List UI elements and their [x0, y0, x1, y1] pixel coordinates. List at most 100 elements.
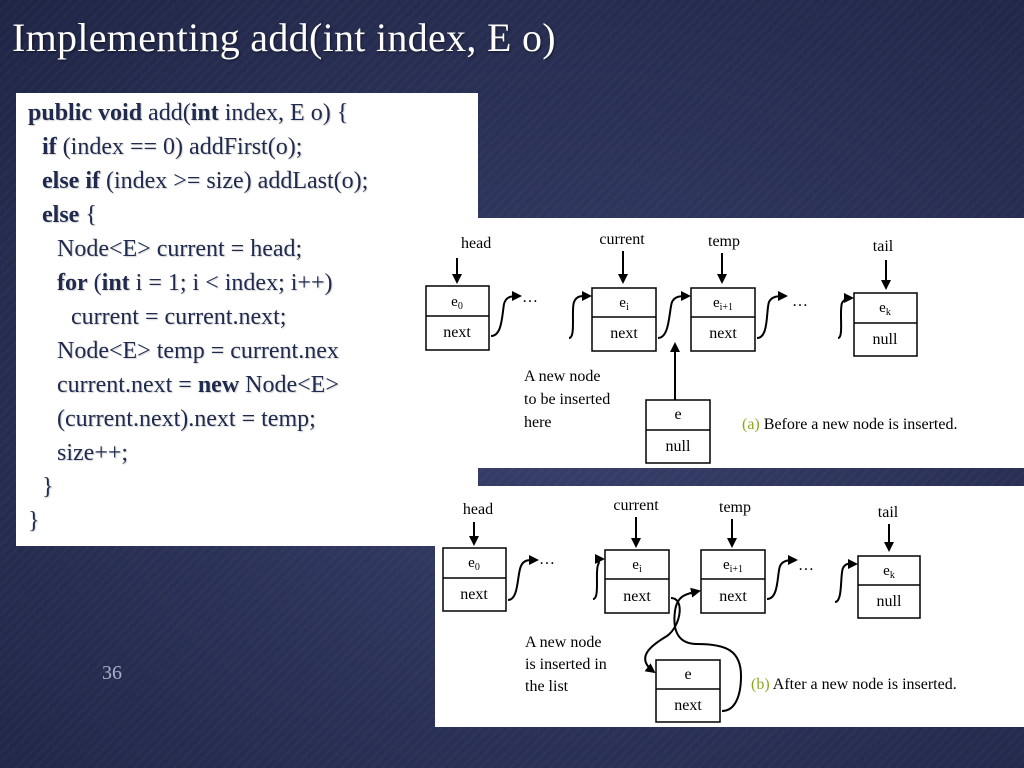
node-element: e — [684, 666, 691, 683]
svg-text:ei: ei — [619, 295, 629, 313]
code-text: add( — [142, 100, 191, 126]
ellipsis: … — [798, 557, 814, 574]
node-element: e — [713, 295, 720, 311]
code-keyword: for — [57, 270, 88, 296]
figure-b-diagram: head current temp tail e0 next ei next e… — [442, 497, 957, 723]
node-subscript: k — [886, 307, 891, 318]
ellipsis: … — [539, 551, 555, 568]
node-element: e — [879, 300, 886, 316]
node-field: next — [719, 588, 747, 605]
node-ei: ei next — [604, 549, 670, 614]
node-new: e null — [645, 399, 711, 464]
code-line-6: for (int i = 1; i < index; i++) — [57, 268, 332, 298]
code-keyword: if — [42, 134, 57, 160]
code-text: Node<E> temp = current.nex — [57, 338, 339, 364]
node-field: next — [709, 325, 737, 342]
node-element: e — [883, 563, 890, 579]
node-field: null — [877, 593, 902, 610]
code-line-7: current = current.next; — [71, 302, 286, 332]
link-arrow — [592, 554, 605, 600]
node-field: next — [460, 586, 488, 603]
tail-label: tail — [873, 238, 894, 255]
code-keyword: else if — [42, 168, 100, 194]
node-element: e — [451, 294, 458, 310]
svg-text:ek: ek — [879, 300, 891, 318]
node-subscript: i — [639, 564, 642, 575]
link-arrow — [834, 558, 858, 603]
code-keyword: int — [101, 270, 130, 296]
node-e0: e0 next — [425, 285, 490, 351]
node-subscript: i+1 — [720, 302, 733, 313]
node-subscript: k — [890, 570, 895, 581]
node-ei1: ei+1 next — [700, 549, 766, 614]
code-keyword: int — [190, 100, 219, 126]
node-subscript: 0 — [458, 301, 463, 312]
link-arrow — [490, 291, 522, 337]
node-ei: ei next — [591, 287, 657, 352]
link-arrow — [507, 554, 539, 601]
current-label: current — [613, 497, 659, 514]
code-text: ( — [87, 270, 102, 296]
slide-title: Implementing add(int index, E o) — [12, 15, 556, 60]
link-arrow — [657, 291, 691, 339]
node-field: next — [610, 325, 638, 342]
figure-b-note: A new node is inserted in the list — [525, 634, 611, 695]
code-text: (index >= size) addLast(o); — [99, 168, 369, 194]
code-keyword: new — [197, 372, 240, 398]
code-text: size++; — [57, 440, 129, 466]
head-label: head — [461, 235, 491, 252]
figure-a-diagram: head current temp tail e0 next ei next e… — [425, 231, 957, 464]
node-ei1: ei+1 next — [690, 287, 756, 352]
ellipsis: … — [792, 293, 808, 310]
code-text: } — [28, 508, 40, 534]
caption-text: Before a new node is inserted. — [760, 416, 958, 433]
caption-tag: (b) — [751, 676, 770, 693]
code-text: Node<E> current = head; — [57, 236, 303, 262]
tail-label: tail — [878, 504, 899, 521]
code-text: (current.next).next = temp; — [57, 406, 316, 432]
code-line-10: (current.next).next = temp; — [57, 404, 316, 434]
node-field: next — [623, 588, 651, 605]
temp-label: temp — [708, 233, 740, 250]
link-from-new-node — [673, 587, 743, 712]
node-element: e — [723, 557, 730, 573]
code-line-4: else { — [42, 200, 97, 230]
page-number: 36 — [102, 662, 122, 684]
code-line-13: } — [28, 506, 40, 536]
code-line-3: else if (index >= size) addLast(o); — [42, 166, 368, 196]
current-label: current — [599, 231, 645, 248]
node-field: next — [443, 324, 471, 341]
node-ek: ek null — [853, 292, 918, 357]
code-text: (index == 0) addFirst(o); — [56, 134, 303, 160]
code-line-5: Node<E> current = head; — [57, 234, 302, 264]
link-to-new-node — [644, 597, 681, 674]
link-arrow — [568, 290, 592, 339]
code-keyword: public void — [28, 100, 143, 126]
code-line-2: if (index == 0) addFirst(o); — [42, 132, 302, 162]
figure-b-caption: (b) After a new node is inserted. — [751, 676, 957, 693]
caption-text: After a new node is inserted. — [770, 676, 957, 693]
node-ek: ek null — [857, 555, 921, 619]
svg-text:ei+1: ei+1 — [713, 295, 733, 313]
node-element: e — [468, 555, 475, 571]
code-line-9: current.next = new Node<E> — [57, 370, 339, 400]
node-subscript: i+1 — [730, 564, 743, 575]
code-text: current.next = — [57, 372, 198, 398]
code-line-12: } — [42, 472, 54, 502]
node-subscript: i — [626, 302, 629, 313]
code-text: { — [79, 202, 97, 228]
code-line-8: Node<E> temp = current.nex — [57, 336, 339, 366]
node-element: e — [632, 557, 639, 573]
node-field: next — [674, 697, 702, 714]
caption-tag: (a) — [742, 416, 760, 433]
code-line-11: size++; — [57, 438, 128, 468]
link-arrow — [766, 555, 798, 600]
code-text: } — [42, 474, 54, 500]
code-block: public void add(int index, E o) { if (in… — [16, 93, 478, 546]
figure-a-caption: (a) Before a new node is inserted. — [742, 416, 957, 433]
node-new: e next — [655, 659, 721, 723]
code-text: Node<E> — [239, 372, 339, 398]
svg-text:e0: e0 — [468, 555, 480, 573]
code-line-1: public void add(int index, E o) { — [28, 98, 348, 128]
svg-text:e0: e0 — [451, 294, 463, 312]
